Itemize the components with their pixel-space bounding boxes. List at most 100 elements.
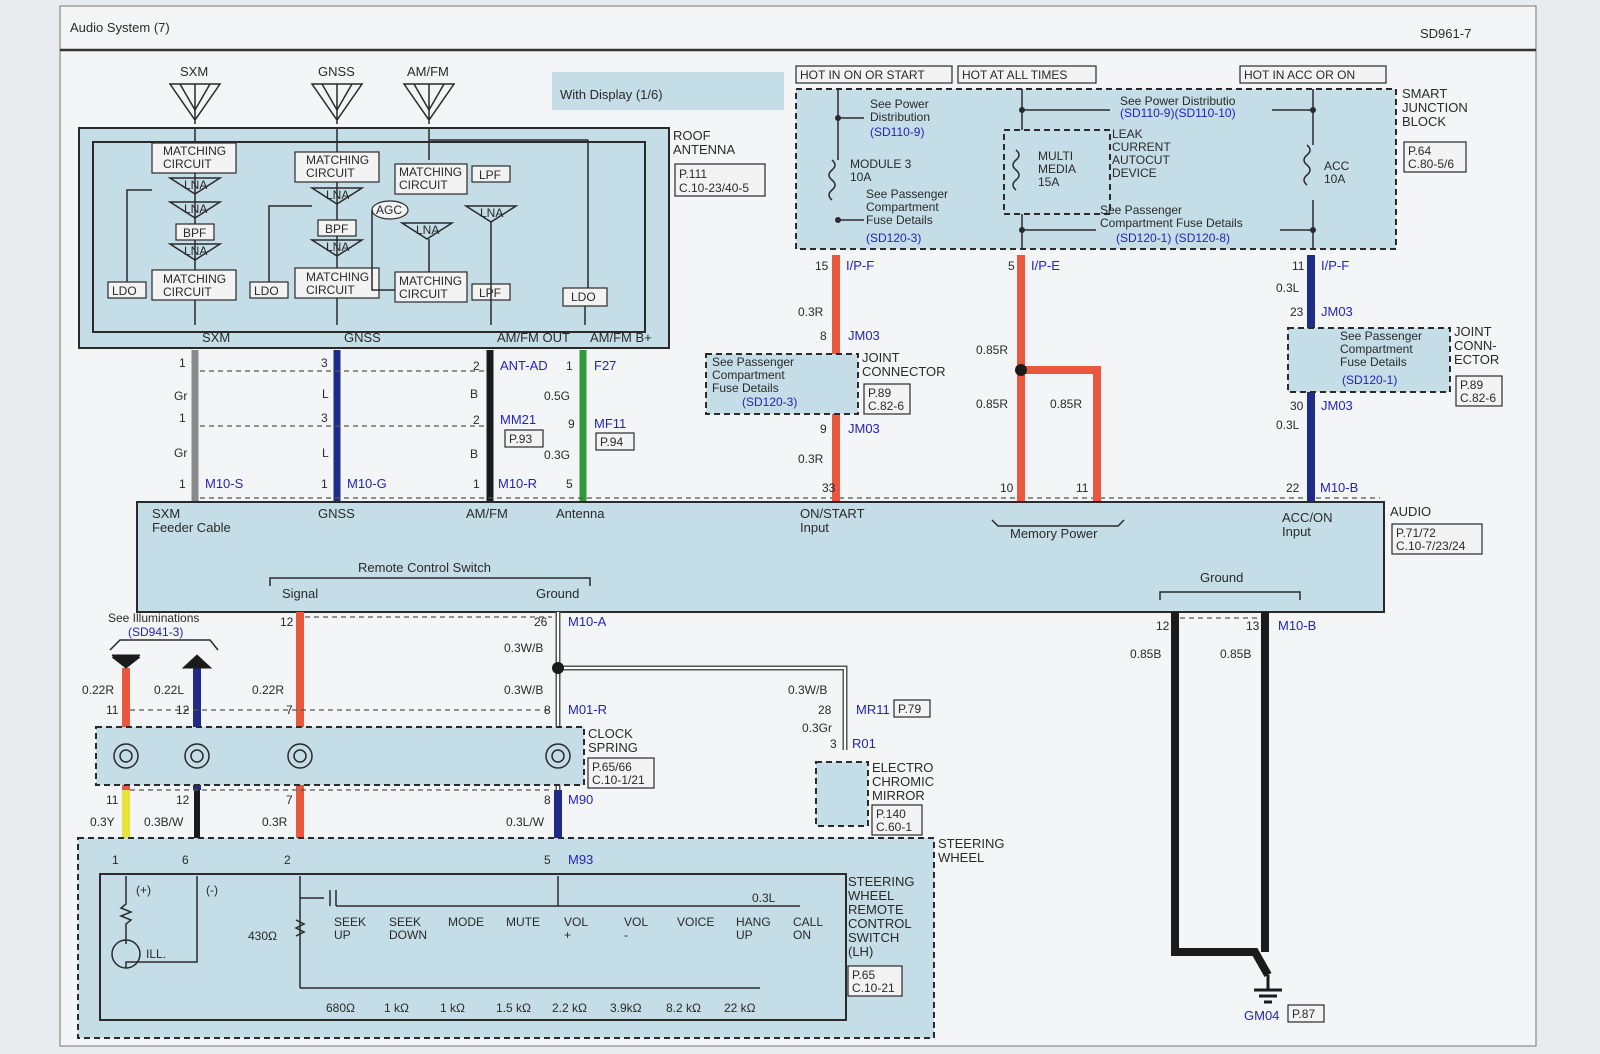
display-tag: With Display (1/6) <box>560 87 663 102</box>
lna-sxm-1: LNA <box>184 178 207 192</box>
ldo-sxm: LDO <box>112 284 137 298</box>
conn-mf11-ref: P.94 <box>600 435 623 449</box>
pin-jm03-8: 8 <box>820 329 827 343</box>
wire-022r-b: 0.22R <box>252 683 284 697</box>
wire-03g: 0.3G <box>544 448 570 462</box>
pin-gnss-3: 3 <box>321 356 328 370</box>
pin-ipf-11: 11 <box>1292 259 1305 273</box>
out-sxm: SXM <box>202 330 230 345</box>
wire-03l-sw: 0.3L <box>752 891 776 905</box>
wire-085r-a: 0.85R <box>976 343 1008 357</box>
hot-all-times: HOT AT ALL TIMES <box>962 68 1067 82</box>
pin-10: 10 <box>1000 481 1014 495</box>
conn-m10a: M10-A <box>568 614 607 629</box>
pin-sxm-1: 1 <box>179 356 186 370</box>
out-amfm-bplus: AM/FM B+ <box>590 330 652 345</box>
conn-m10g: M10-G <box>347 476 387 491</box>
sjb-see-power-2: See Power Distributio <box>1120 94 1236 108</box>
antenna-label-sxm: SXM <box>180 64 208 79</box>
jc2-ref1: P.89 <box>1460 378 1483 392</box>
pin-gnd-8: 8 <box>544 703 551 717</box>
conn-jm03-c: JM03 <box>1321 304 1353 319</box>
conn-mf11: MF11 <box>594 416 626 431</box>
wire-03bw: 0.3B/W <box>144 815 184 829</box>
conn-m01r: M01-R <box>568 702 607 717</box>
audio-ref1: P.71/72 <box>1396 526 1436 540</box>
conn-m90: M90 <box>568 792 593 807</box>
remote-control-label: Remote Control Switch <box>358 560 491 575</box>
pin-sw-6: 6 <box>182 853 189 867</box>
conn-ant-ad: ANT-AD <box>500 358 548 373</box>
wire-l-1: L <box>322 387 329 401</box>
pin-ill-11: 11 <box>106 703 119 717</box>
conn-f27: F27 <box>594 358 616 373</box>
out-amfm: AM/FM OUT <box>497 330 570 345</box>
sjb-see-pass-2-ref: (SD120-1) (SD120-8) <box>1116 231 1230 245</box>
wire-03l-a: 0.3L <box>1276 281 1300 295</box>
wire-085r-b: 0.85R <box>976 397 1008 411</box>
wire-085b-a: 0.85B <box>1130 647 1161 661</box>
audio-ref2: C.10-7/23/24 <box>1396 539 1466 553</box>
button-mute: MUTE <box>506 915 540 929</box>
antenna-label-amfm: AM/FM <box>407 64 449 79</box>
wire-03wb-a: 0.3W/B <box>504 641 543 655</box>
jc1-see-ref: (SD120-3) <box>742 395 797 409</box>
input-antenna: Antenna <box>556 506 605 521</box>
remote-switch-ref2: C.10-21 <box>852 981 895 995</box>
pin-ant-1: 1 <box>566 359 573 373</box>
pin-jm03-30: 30 <box>1290 399 1304 413</box>
wire-03r: 0.3R <box>262 815 288 829</box>
remote-switch-box <box>99 873 847 1021</box>
sjb-see-power-2-ref: (SD110-9)(SD110-10) <box>1120 106 1236 120</box>
conn-jm03: JM03 <box>848 328 880 343</box>
input-memory-power: Memory Power <box>1010 526 1098 541</box>
wire-022r-a: 0.22R <box>82 683 114 697</box>
pin-ipf-15: 15 <box>815 259 829 273</box>
resistor-430: 430Ω <box>248 929 277 943</box>
pin-12: 12 <box>280 615 294 629</box>
jc1-ref2: C.82-6 <box>868 399 904 413</box>
antenna-wires <box>191 350 1380 502</box>
conn-m10b: M10-B <box>1320 480 1358 495</box>
hot-on-start: HOT IN ON OR START <box>800 68 925 82</box>
antenna-label-gnss: GNSS <box>318 64 355 79</box>
ill-label: ILL. <box>146 947 166 961</box>
pin-33: 33 <box>822 481 836 495</box>
pin-8b: 8 <box>544 793 551 807</box>
signal-label: Signal <box>282 586 318 601</box>
conn-mr11: MR11 <box>856 702 890 717</box>
lna-sxm-3: LNA <box>184 244 207 258</box>
bpf-gnss: BPF <box>325 222 348 236</box>
wire-03r-b: 0.3R <box>798 452 824 466</box>
joint-connector-2 <box>1287 327 1451 393</box>
pin-jm03-23: 23 <box>1290 305 1304 319</box>
input-gnss: GNSS <box>318 506 355 521</box>
pin-12c: 12 <box>176 793 190 807</box>
wire-03l-b: 0.3L <box>1276 418 1300 432</box>
sjb-ref1: P.64 <box>1408 144 1431 158</box>
ground-gm04-ref: P.87 <box>1292 1007 1315 1021</box>
pin-sxm-1b: 1 <box>179 411 186 425</box>
wire-03wb-c: 0.3W/B <box>788 683 827 697</box>
audio-name: AUDIO <box>1390 504 1431 519</box>
lna-sxm-2: LNA <box>184 202 207 216</box>
switch-ladder <box>294 876 800 989</box>
pin-m10s-1: 1 <box>179 477 186 491</box>
conn-jm03-b: JM03 <box>848 421 880 436</box>
electrochromic-mirror <box>815 761 869 827</box>
pin-13: 13 <box>1246 619 1260 633</box>
